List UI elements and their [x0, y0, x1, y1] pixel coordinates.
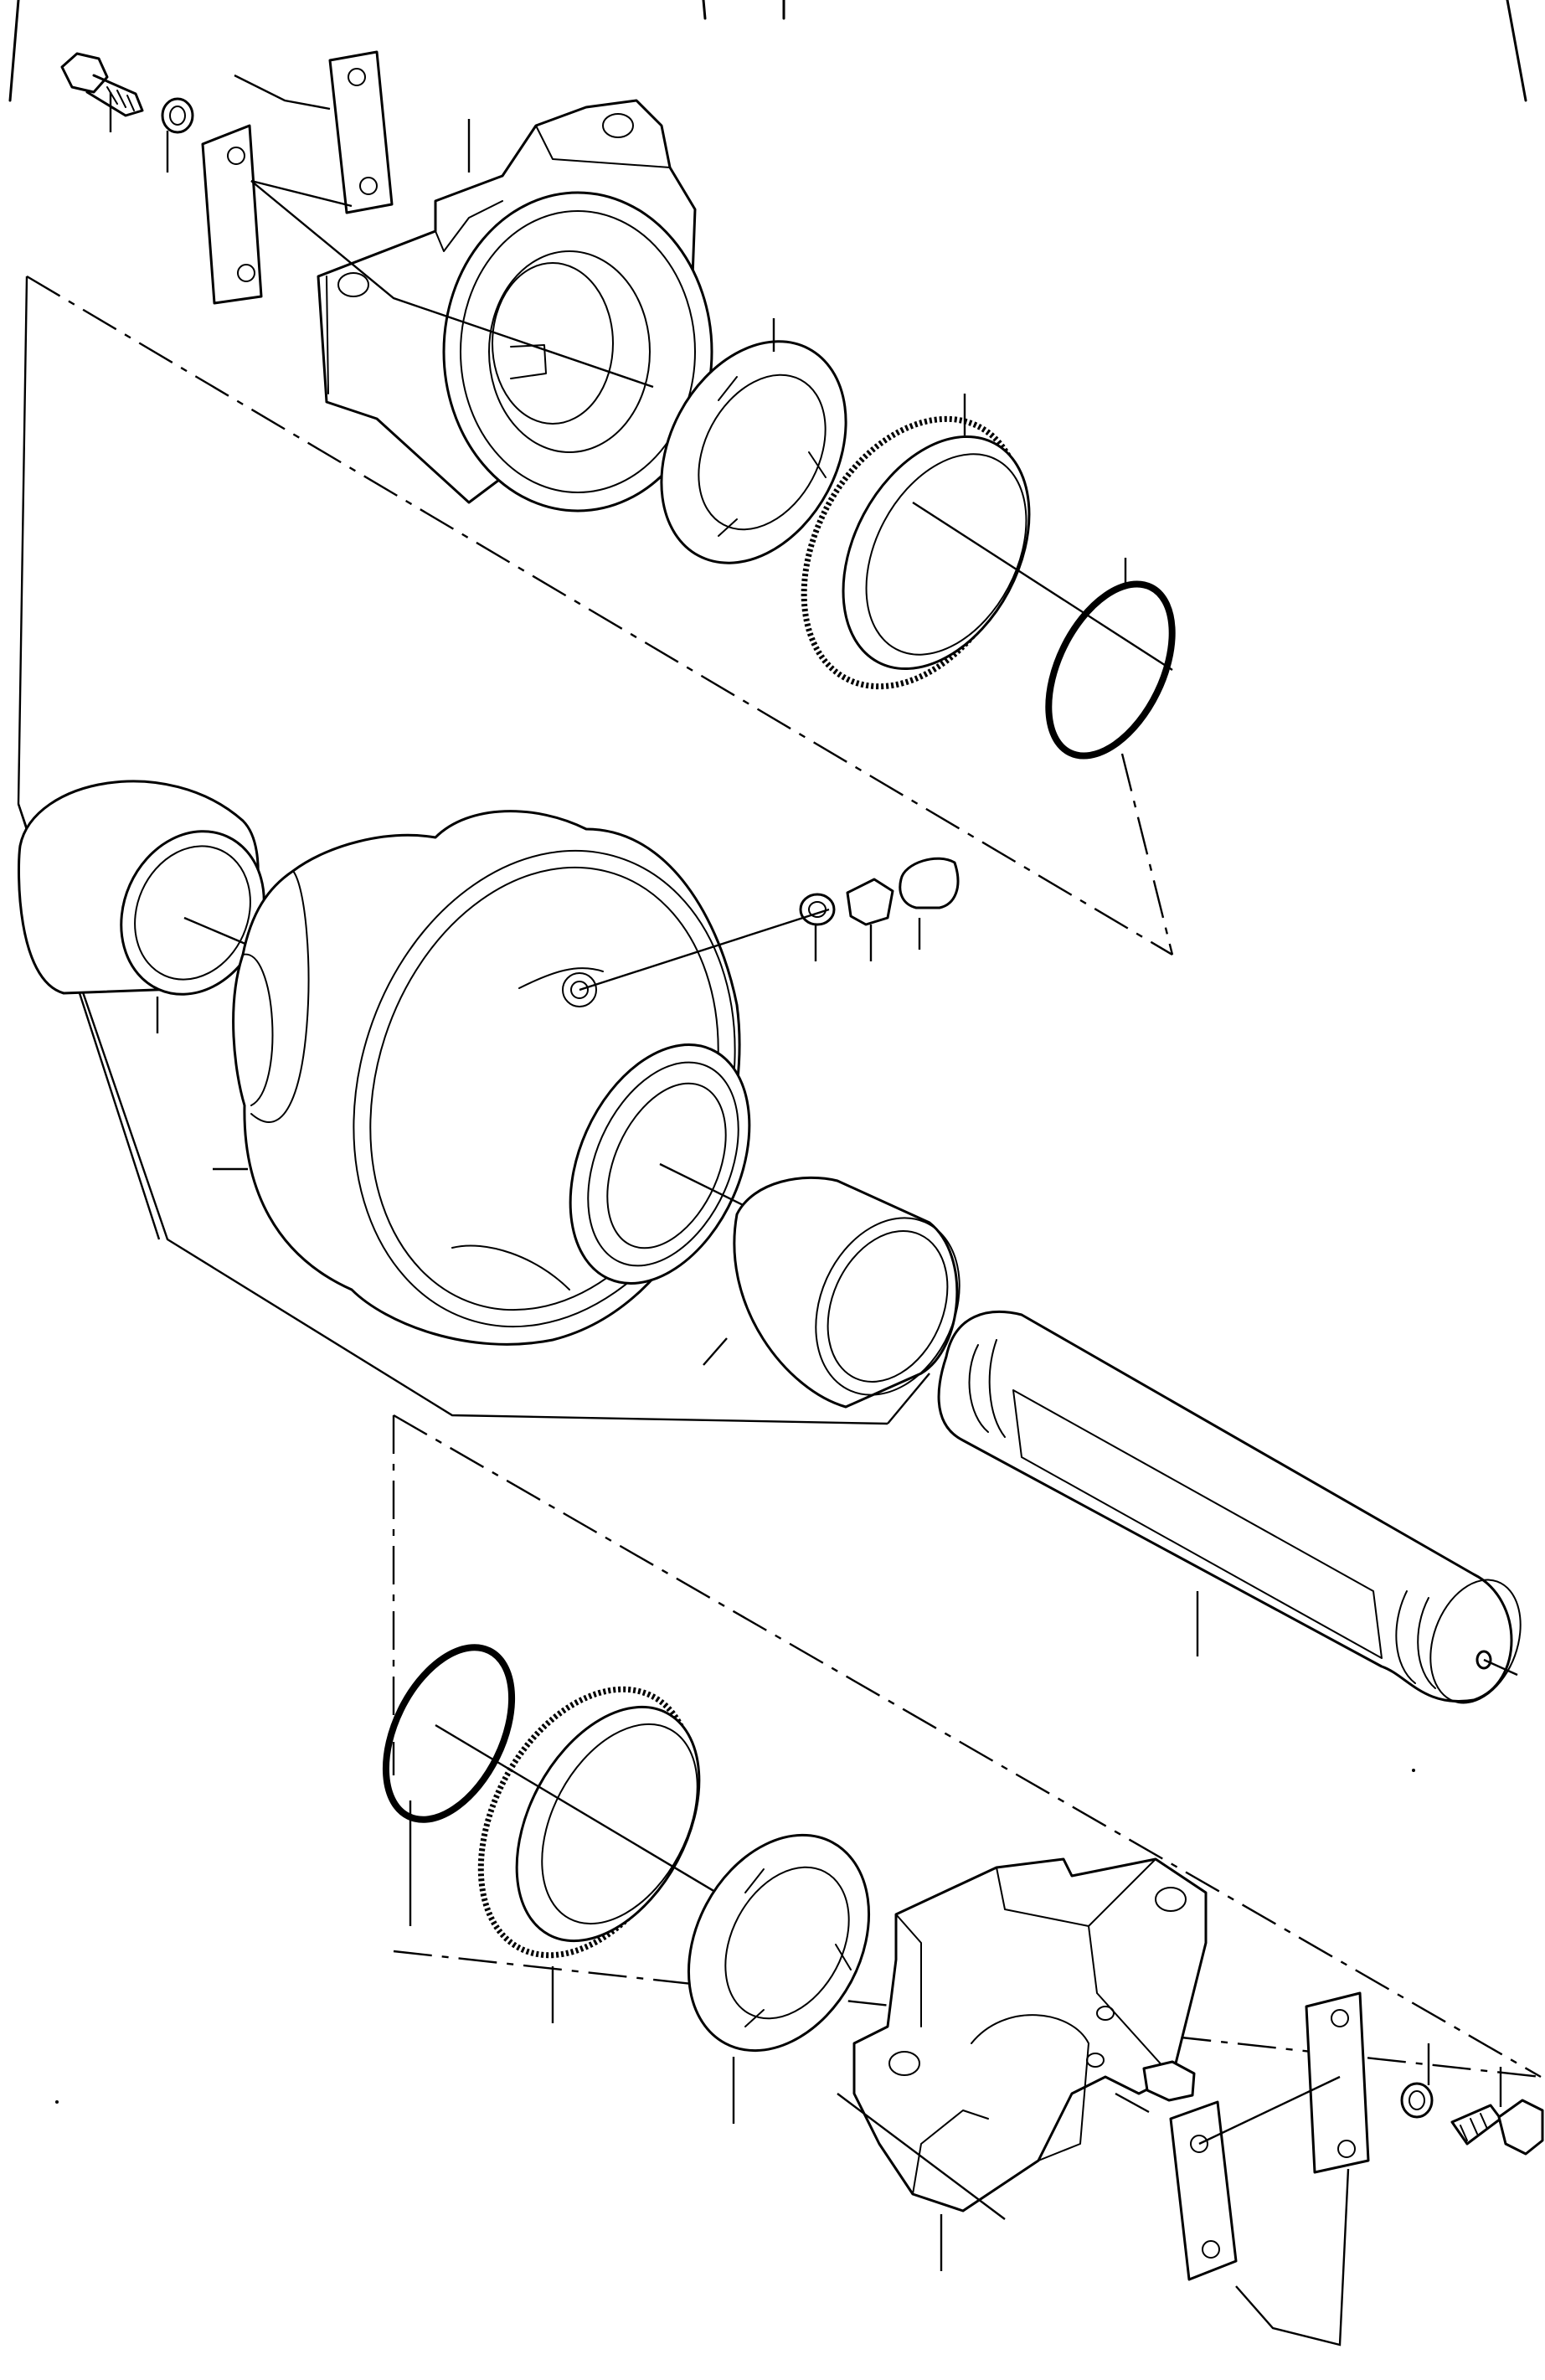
left-bushing-icon: [17, 780, 265, 1033]
upper-o-ring-icon: [912, 501, 1176, 760]
right-bushing-icon: [703, 1176, 960, 1409]
plug-icon: [846, 878, 894, 961]
lower-support-bracket-icon: [837, 1857, 1208, 2271]
lower-lock-plate-icon: [1169, 1991, 1370, 2347]
plug-cap-icon: [579, 857, 960, 992]
lower-pin-icon: [1115, 2060, 1196, 2114]
upper-support-bracket-icon: [250, 99, 713, 513]
frame-marks: [8, 0, 1527, 102]
upper-lock-plate-icon: [201, 50, 394, 305]
upper-floating-seal-icon: [801, 394, 1031, 690]
upper-lock-washer-icon: [161, 97, 194, 173]
lower-o-ring-icon: [382, 1644, 516, 1926]
lower-collar-icon: [687, 1833, 871, 2124]
upper-bolt-icon: [60, 52, 144, 132]
lower-lock-washer-icon: [1400, 2043, 1434, 2119]
roller-body-icon: [213, 810, 780, 1346]
plug-seal-icon: [799, 893, 836, 961]
lower-floating-seal-icon: [435, 1686, 830, 2023]
roller-shaft-icon: [937, 1311, 1522, 1704]
lower-bolt-icon: [1450, 2067, 1544, 2156]
stray-marks: [55, 1769, 1415, 2104]
upper-collar-icon: [660, 318, 847, 564]
